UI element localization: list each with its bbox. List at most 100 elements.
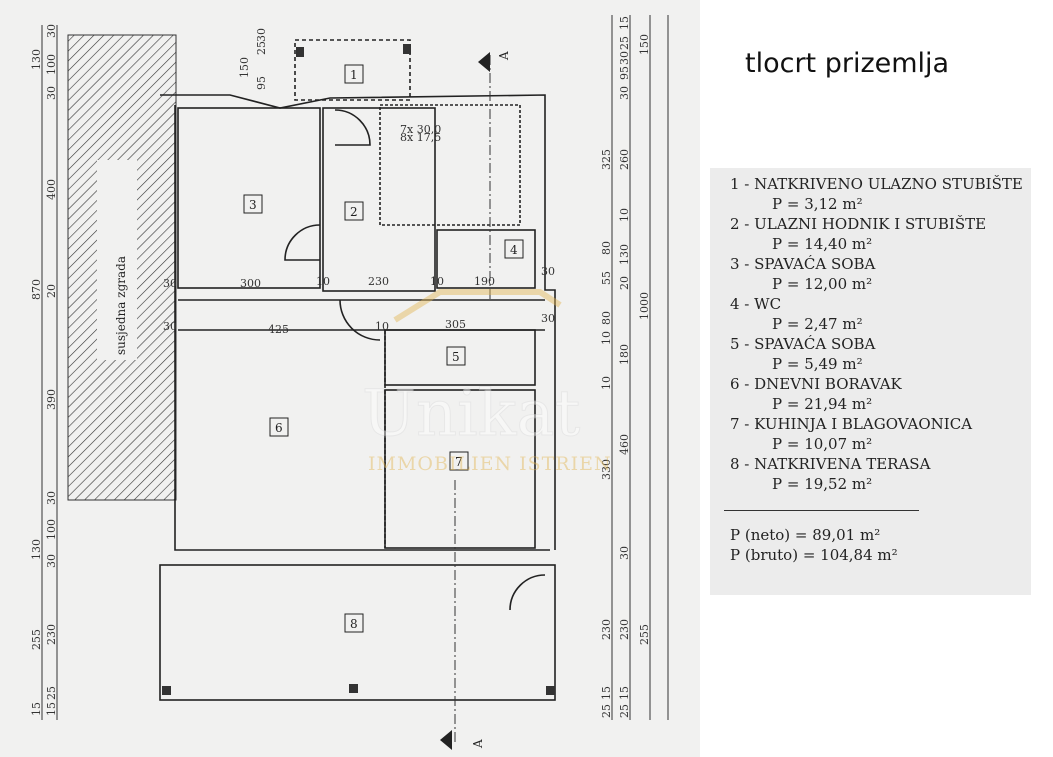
svg-text:80: 80	[600, 311, 613, 325]
svg-text:460: 460	[618, 434, 631, 455]
room-area: P = 3,12 m²	[772, 195, 863, 213]
page-title: tlocrt prizemlja	[745, 48, 950, 79]
svg-text:95: 95	[255, 76, 268, 90]
svg-text:230: 230	[368, 275, 389, 288]
svg-text:100: 100	[45, 519, 58, 540]
svg-text:230: 230	[45, 624, 58, 645]
neighbor-building: susjedna zgrada	[67, 34, 177, 501]
stair-note: 8x 17,5	[400, 131, 441, 144]
room-name: 7 - KUHINJA I BLAGOVAONICA	[730, 415, 973, 433]
svg-text:230: 230	[600, 619, 613, 640]
svg-text:300: 300	[240, 277, 261, 290]
room-area: P = 14,40 m²	[772, 235, 873, 253]
svg-text:150: 150	[238, 57, 251, 78]
svg-text:30: 30	[618, 51, 631, 65]
svg-text:130: 130	[30, 49, 43, 70]
svg-text:130: 130	[618, 244, 631, 265]
room-area: P = 19,52 m²	[772, 475, 873, 493]
room-number: 4	[510, 243, 518, 257]
svg-text:15: 15	[45, 702, 58, 716]
room-area: P = 10,07 m²	[772, 435, 873, 453]
room-area: P = 21,94 m²	[772, 395, 873, 413]
svg-text:100: 100	[45, 54, 58, 75]
svg-text:305: 305	[445, 318, 466, 331]
room-name: 4 - WC	[730, 295, 782, 313]
room-number: 2	[350, 205, 358, 219]
section-arrow-icon	[440, 730, 452, 750]
legend-item: 5 - SPAVAĆA SOBA P = 5,49 m²	[730, 334, 1031, 374]
dimension-labels: 130 100 30 30 400 870 20 390 30 130 100 …	[30, 16, 651, 718]
svg-text:30: 30	[255, 28, 268, 42]
svg-text:255: 255	[638, 624, 651, 645]
svg-text:10: 10	[600, 376, 613, 390]
svg-text:130: 130	[30, 539, 43, 560]
svg-text:30: 30	[541, 265, 555, 278]
svg-text:25: 25	[618, 704, 631, 718]
section-label: A	[471, 739, 485, 749]
room-number: 5	[452, 350, 460, 364]
svg-text:25: 25	[45, 686, 58, 700]
svg-text:25: 25	[600, 704, 613, 718]
legend-item: 7 - KUHINJA I BLAGOVAONICA P = 10,07 m²	[730, 414, 1031, 454]
svg-text:15: 15	[618, 16, 631, 30]
legend-item: 4 - WC P = 2,47 m²	[730, 294, 1031, 334]
svg-text:80: 80	[600, 241, 613, 255]
svg-text:30: 30	[45, 24, 58, 38]
svg-text:10: 10	[600, 331, 613, 345]
svg-text:330: 330	[600, 459, 613, 480]
walls	[159, 39, 556, 701]
room-legend: 1 - NATKRIVENO ULAZNO STUBIŠTE P = 3,12 m…	[710, 168, 1031, 595]
svg-text:150: 150	[638, 34, 651, 55]
svg-text:10: 10	[316, 275, 330, 288]
svg-text:230: 230	[618, 619, 631, 640]
svg-text:20: 20	[618, 276, 631, 290]
room-name: 3 - SPAVAĆA SOBA	[730, 255, 876, 273]
svg-text:Unikat: Unikat	[362, 377, 581, 451]
room-markers: 1 2 3 4 5 6 7 8	[243, 64, 524, 633]
svg-text:95: 95	[618, 66, 631, 80]
svg-text:190: 190	[474, 275, 495, 288]
room-number: 3	[249, 198, 257, 212]
svg-text:180: 180	[618, 344, 631, 365]
section-label: A	[497, 51, 511, 61]
svg-text:390: 390	[45, 389, 58, 410]
room-name: 8 - NATKRIVENA TERASA	[730, 455, 931, 473]
svg-text:400: 400	[45, 179, 58, 200]
divider	[724, 510, 919, 511]
svg-text:15: 15	[618, 686, 631, 700]
svg-text:255: 255	[30, 629, 43, 650]
room-name: 6 - DNEVNI BORAVAK	[730, 375, 902, 393]
svg-text:30: 30	[618, 86, 631, 100]
legend-item: 6 - DNEVNI BORAVAK P = 21,94 m²	[730, 374, 1031, 414]
legend-item: 1 - NATKRIVENO ULAZNO STUBIŠTE P = 3,12 m…	[730, 174, 1031, 214]
svg-text:30: 30	[163, 320, 177, 333]
svg-text:IMMOBILIEN ISTRIEN: IMMOBILIEN ISTRIEN	[368, 453, 612, 475]
svg-text:30: 30	[45, 86, 58, 100]
svg-text:30: 30	[163, 277, 177, 290]
room-name: 5 - SPAVAĆA SOBA	[730, 335, 876, 353]
room-number: 6	[275, 421, 283, 435]
neighbor-label: susjedna zgrada	[114, 256, 128, 355]
floor-plan: susjedna zgrada A A 7x 30,0 8x 17,5 1 2 …	[0, 0, 700, 757]
room-area: P = 2,47 m²	[772, 315, 863, 333]
svg-text:10: 10	[375, 320, 389, 333]
dimension-lines	[41, 15, 669, 720]
room-number: 7	[455, 455, 463, 469]
svg-text:20: 20	[45, 284, 58, 298]
svg-text:30: 30	[45, 554, 58, 568]
watermark-logo: Unikat IMMOBILIEN ISTRIEN	[362, 289, 612, 475]
svg-text:15: 15	[30, 702, 43, 716]
room-area: P = 5,49 m²	[772, 355, 863, 373]
room-name: 1 - NATKRIVENO ULAZNO STUBIŠTE	[730, 175, 1023, 193]
svg-text:1000: 1000	[638, 292, 651, 320]
svg-text:425: 425	[268, 323, 289, 336]
svg-text:30: 30	[45, 491, 58, 505]
svg-text:30: 30	[541, 312, 555, 325]
svg-text:25: 25	[255, 41, 268, 55]
legend-item: 3 - SPAVAĆA SOBA P = 12,00 m²	[730, 254, 1031, 294]
svg-text:870: 870	[30, 279, 43, 300]
legend-item: 8 - NATKRIVENA TERASA P = 19,52 m²	[730, 454, 1031, 494]
room-number: 1	[350, 68, 358, 82]
room-area: P = 12,00 m²	[772, 275, 873, 293]
total-bruto: P (bruto) = 104,84 m²	[730, 546, 898, 564]
